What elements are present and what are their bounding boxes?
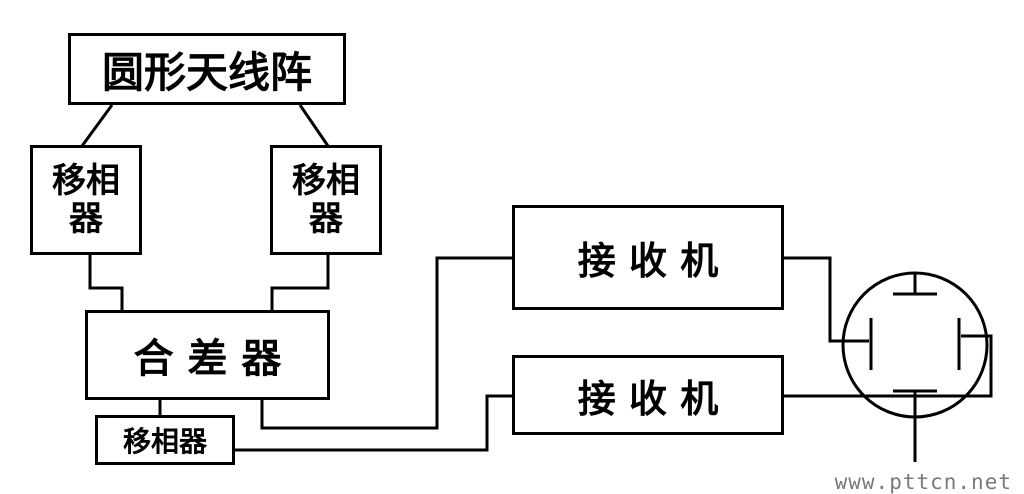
phase-shifter-right-label-line2: 器 — [309, 199, 343, 239]
phase-shifter-left-box: 移相 器 — [30, 145, 142, 255]
phase-shifter-left-label-line2: 器 — [69, 199, 103, 239]
wire-antenna-to-right-phase-shifter — [298, 104, 330, 147]
phase-shifter-small-box: 移相器 — [95, 415, 235, 465]
antenna-array-box: 圆形天线阵 — [68, 33, 346, 105]
sum-difference-box: 合 差 器 — [85, 310, 330, 400]
wire-bottom-receiver-to-crt — [784, 334, 993, 398]
receiver-bottom-label: 接 收 机 — [577, 376, 719, 421]
sum-difference-label: 合 差 器 — [133, 336, 282, 382]
phase-shifter-small-label: 移相器 — [122, 425, 207, 458]
receiver-bottom-box: 接 收 机 — [512, 355, 784, 435]
receiver-top-box: 接 收 机 — [512, 205, 784, 310]
wire-sumdiff-to-top-receiver — [260, 256, 512, 430]
wire-top-receiver-to-crt — [784, 256, 869, 343]
phase-shifter-right-box: 移相 器 — [270, 145, 382, 255]
wire-right-phase-shifter-to-sumdiff — [270, 255, 330, 312]
phase-shifter-left-label-line1: 移相 — [52, 160, 120, 201]
wire-antenna-to-left-phase-shifter — [80, 104, 114, 147]
receiver-top-label: 接 收 机 — [577, 239, 719, 283]
antenna-array-label: 圆形天线阵 — [101, 47, 312, 97]
phase-shifter-right-label-line1: 移相 — [292, 160, 360, 201]
wire-left-phase-shifter-to-sumdiff — [88, 255, 124, 312]
wire-small-phase-shifter-to-bottom-receiver — [235, 394, 512, 452]
watermark-text: www.pttcn.net — [834, 470, 1012, 494]
